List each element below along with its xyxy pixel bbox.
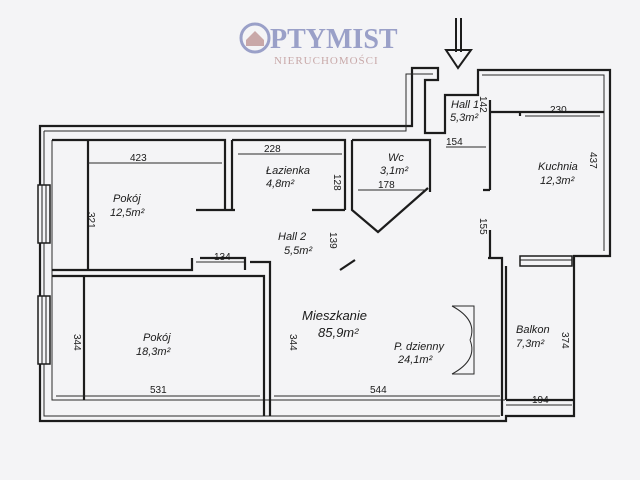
dim-228: 228 [264, 144, 281, 155]
room-name: Kuchnia [538, 161, 578, 173]
room-name: Pokój [113, 193, 141, 205]
apartment-label: Mieszkanie 85,9m² [302, 308, 367, 340]
room-lazienka: Łazienka 4,8m² [266, 165, 310, 190]
dim-423: 423 [130, 153, 147, 164]
dim-230: 230 [550, 105, 567, 116]
room-area: 18,3m² [136, 346, 171, 358]
room-area: 7,3m² [516, 338, 544, 350]
dim-344-left: 344 [71, 334, 82, 351]
room-area: 5,3m² [450, 112, 478, 124]
room-pokoj2: Pokój 18,3m² [136, 332, 171, 358]
interior-walls [52, 100, 604, 416]
apartment-area: 85,9m² [318, 325, 359, 340]
dim-142: 142 [477, 96, 488, 113]
dim-154: 154 [446, 137, 463, 148]
room-area: 12,5m² [110, 207, 145, 219]
room-kuchnia: Kuchnia 12,3m² [538, 161, 578, 187]
dim-194: 194 [532, 395, 549, 406]
dim-321: 321 [85, 212, 96, 229]
dim-374: 374 [559, 332, 570, 349]
dim-128: 128 [331, 174, 342, 191]
logo-subtitle: NIERUCHOMOŚCI [274, 55, 379, 67]
dimension-labels: 423 321 228 128 178 154 142 230 437 155 … [71, 96, 598, 406]
room-area: 24,1m² [397, 354, 433, 366]
logo-house-icon [239, 22, 271, 54]
room-name: Pokój [143, 332, 171, 344]
room-pokoj1: Pokój 12,5m² [110, 193, 145, 219]
dim-lines [56, 115, 600, 406]
down-arrow-icon [444, 18, 473, 70]
window-left-upper [37, 184, 51, 244]
window-left-lower [37, 295, 51, 365]
room-area: 5,5m² [284, 245, 312, 257]
logo-roof-icon [246, 31, 264, 46]
window-kitchen-balcony [519, 255, 573, 267]
room-hall2: Hall 2 5,5m² [278, 231, 312, 257]
dim-544: 544 [370, 385, 387, 396]
dim-531: 531 [150, 385, 167, 396]
dim-344-center: 344 [287, 334, 298, 351]
room-name: Hall 2 [278, 231, 306, 243]
dim-178: 178 [378, 180, 395, 191]
dim-134: 134 [214, 252, 231, 263]
agency-logo: PTYMIST NIERUCHOMOŚCI [239, 22, 398, 67]
room-wc: Wc 3,1m² [380, 152, 408, 177]
room-area: 4,8m² [266, 178, 294, 190]
logo-brand: PTYMIST [270, 24, 398, 55]
room-area: 3,1m² [380, 165, 408, 177]
room-name: Hall 1 [451, 99, 479, 111]
living-room-door [451, 305, 475, 375]
room-name: Łazienka [266, 165, 310, 177]
dim-155: 155 [477, 218, 488, 235]
room-name: Balkon [516, 324, 550, 336]
room-dzienny: P. dzienny 24,1m² [394, 341, 445, 366]
dim-437: 437 [587, 152, 598, 169]
dim-139: 139 [327, 232, 338, 249]
room-name: Wc [388, 152, 404, 164]
outer-walls [38, 66, 612, 423]
room-name: P. dzienny [394, 341, 445, 353]
room-hall1: Hall 1 5,3m² [450, 99, 479, 124]
room-balkon: Balkon 7,3m² [516, 324, 550, 350]
room-area: 12,3m² [540, 175, 575, 187]
apartment-name: Mieszkanie [302, 308, 367, 323]
